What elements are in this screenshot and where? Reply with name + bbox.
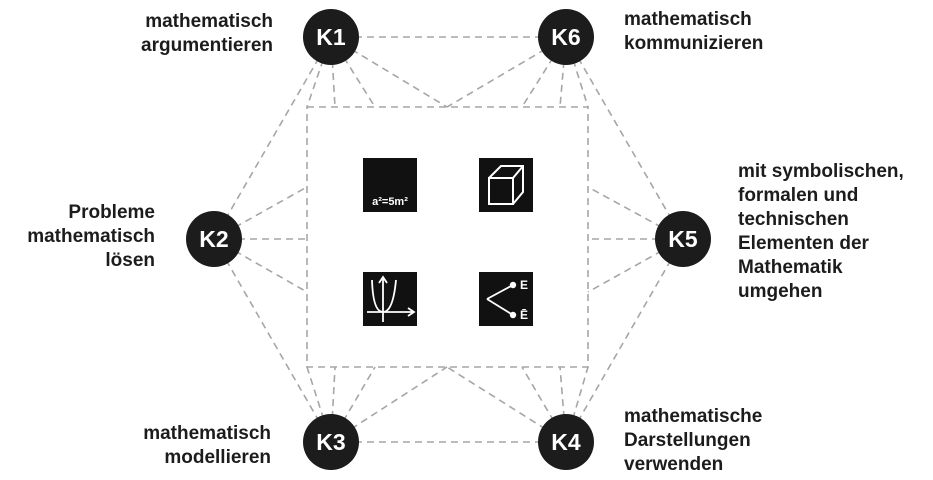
tree-label-e-bar: Ē [520,308,528,322]
node-k6: K6 [538,9,594,65]
formula-icon: a²=5m² [363,158,417,212]
edge-k1-k2 [213,36,332,240]
label-k5: mit symbolischen, formalen und technisch… [738,161,904,302]
node-k1: K1 [303,9,359,65]
node-k2: K2 [186,211,242,267]
label-k6: mathematisch kommunizieren [624,9,764,54]
label-k1: mathematisch argumentieren [141,11,273,56]
node-k3: K3 [303,414,359,470]
formula-text: a²=5m² [372,196,408,208]
tree-label-e: E [520,278,528,292]
edge-k2-k3 [213,238,332,443]
label-k4: mathematische Darstellungen verwenden [624,406,763,475]
parabola-graph-icon [363,272,417,326]
node-k4: K4 [538,414,594,470]
spoke-k1-d [330,36,448,108]
label-k2: Probleme mathematisch lösen [27,202,155,271]
probability-tree-icon: E Ē [479,272,533,326]
edge-k5-k4 [565,238,684,443]
central-square [306,106,589,368]
label-k3: mathematisch modellieren [143,423,271,468]
edge-k6-k5 [565,36,684,240]
cube-icon [479,158,533,212]
node-k5: K5 [655,211,711,267]
